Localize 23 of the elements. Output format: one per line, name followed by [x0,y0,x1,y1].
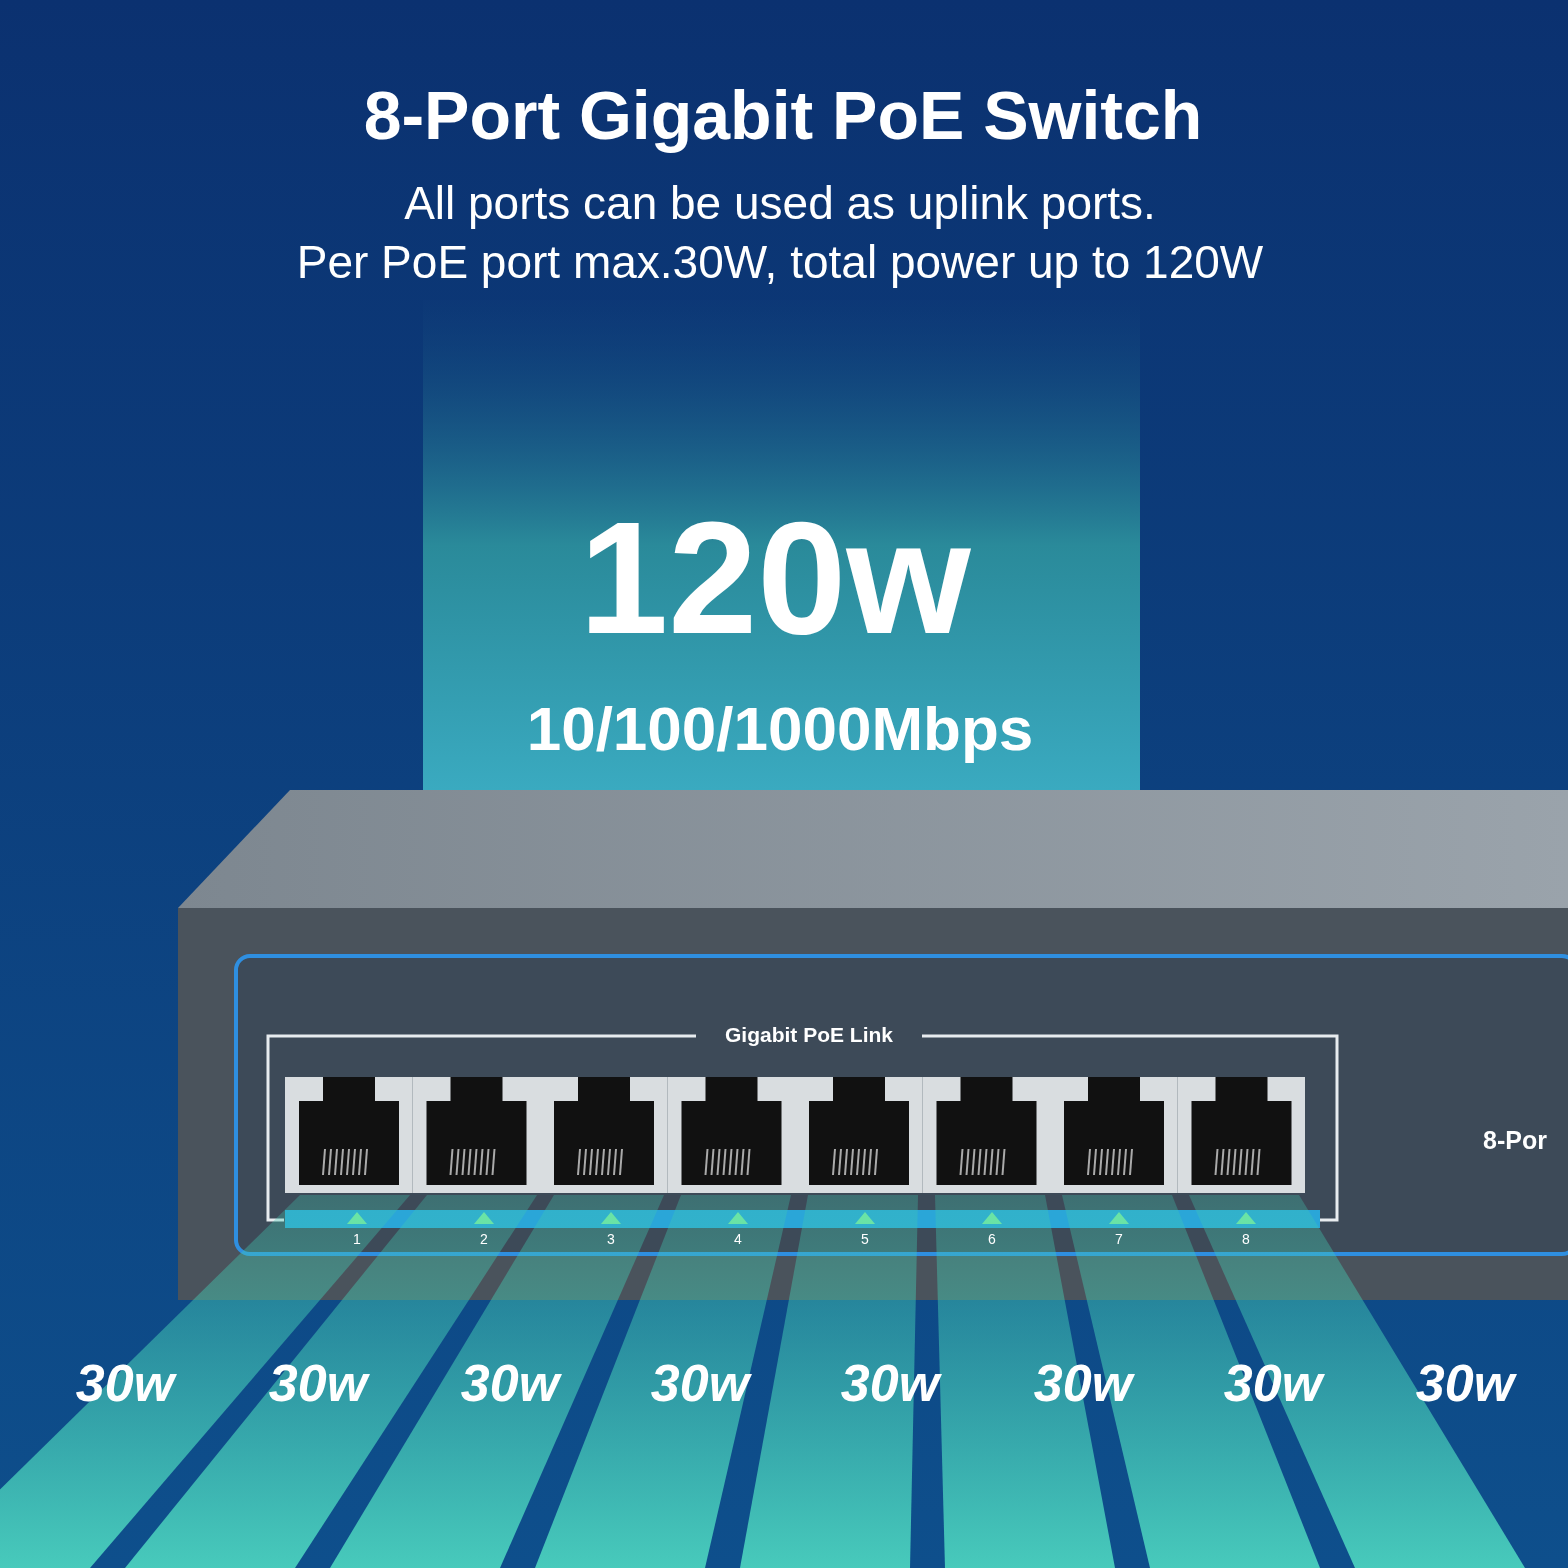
port-number: 2 [480,1232,488,1248]
subtitle: All ports can be used as uplink ports. [404,178,1156,229]
port-power-label: 30w [460,1355,560,1413]
port-power-label: 30w [75,1355,175,1413]
model-label: 8-Por [1483,1127,1547,1155]
port-power-label: 30w [1415,1355,1515,1413]
panel-label: Gigabit PoE Link [725,1023,893,1047]
port-number: 6 [988,1232,996,1248]
port-power-label: 30w [840,1355,940,1413]
port-power-label: 30w [1033,1355,1133,1413]
port-number: 1 [353,1232,361,1248]
title: 8-Port Gigabit PoE Switch [363,78,1203,153]
port-power-label: 30w [1223,1355,1323,1413]
port-number: 8 [1242,1232,1250,1248]
speed-value: 10/100/1000Mbps [526,695,1034,764]
power-value: 120w [579,490,971,666]
port-power-label: 30w [650,1355,750,1413]
port-power-label: 30w [268,1355,368,1413]
port-number: 3 [607,1232,615,1248]
port-number: 7 [1115,1232,1123,1248]
port-number: 4 [734,1232,742,1248]
subtitle: Per PoE port max.30W, total power up to 120W [296,237,1264,288]
port-number: 5 [861,1232,869,1248]
